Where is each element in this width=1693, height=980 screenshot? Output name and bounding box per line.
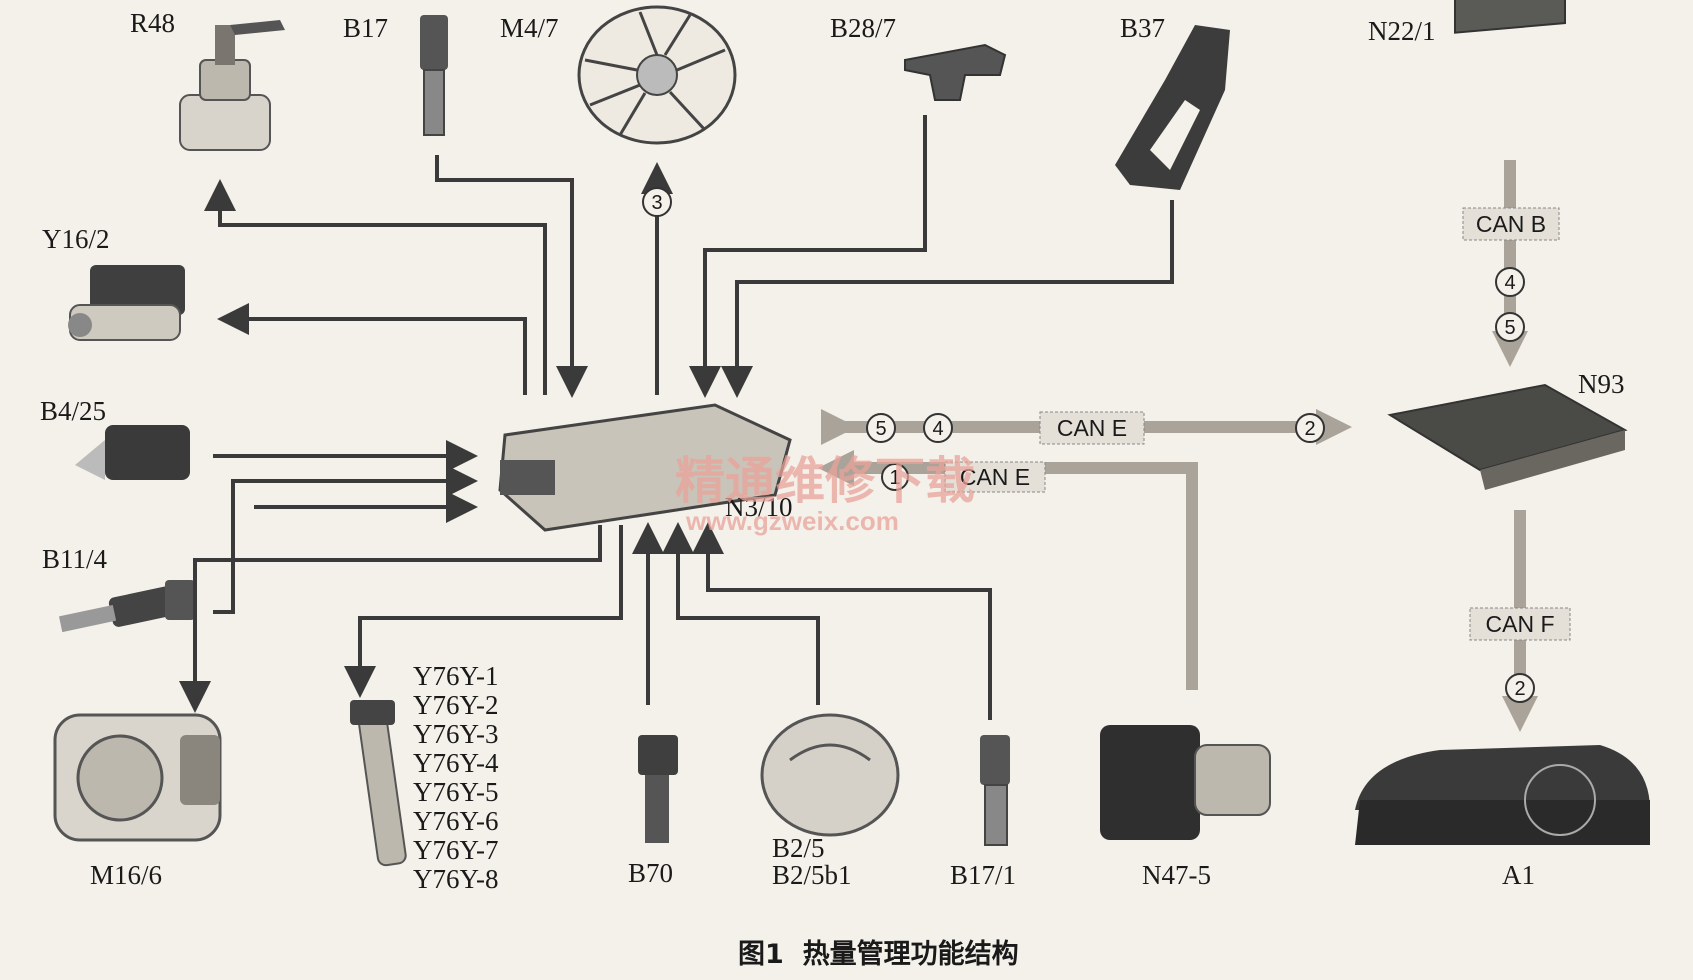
marker-4-can-b: 4 xyxy=(1504,272,1515,294)
line-b171 xyxy=(692,522,992,720)
label-b25: B2/5 xyxy=(772,833,825,863)
component-labels: R48 B17 M4/7 B28/7 B37 N22/1 Y16/2 B4/25… xyxy=(40,8,1625,894)
marker-5-can-b: 5 xyxy=(1504,317,1515,339)
can-b-label: CAN B xyxy=(1476,211,1546,237)
b17-sensor-image xyxy=(420,15,448,136)
line-b287 xyxy=(689,115,927,398)
label-r48: R48 xyxy=(130,8,175,38)
label-y76-4: Y76Y-4 xyxy=(413,748,499,778)
label-a1: A1 xyxy=(1502,860,1535,890)
line-r48 xyxy=(204,179,547,395)
watermark-url: www.gzweix.com xyxy=(685,506,899,536)
b425-sensor-image xyxy=(75,425,190,480)
label-y162: Y16/2 xyxy=(42,224,110,254)
b37-pedal-image xyxy=(1115,25,1230,190)
label-y76-2: Y76Y-2 xyxy=(413,690,499,720)
label-b171: B17/1 xyxy=(950,860,1016,890)
label-y76-6: Y76Y-6 xyxy=(413,806,499,836)
label-y76-7: Y76Y-7 xyxy=(413,835,499,865)
can-e-label-2: CAN E xyxy=(960,464,1030,490)
y76-injector-image xyxy=(350,700,407,867)
m166-throttle-image xyxy=(53,713,222,842)
a1-cluster-image xyxy=(1355,745,1650,845)
line-y162 xyxy=(217,303,527,395)
message-markers: 3 4 5 5 4 2 1 2 xyxy=(642,187,1535,703)
watermark-text: 精通维修下载 xyxy=(675,452,975,510)
n475-esp-image xyxy=(1100,725,1271,840)
n310-ecu-image xyxy=(498,403,792,532)
marker-4-can-e: 4 xyxy=(932,418,943,440)
marker-5-can-e: 5 xyxy=(875,418,886,440)
m47-fan-image xyxy=(577,5,737,145)
can-e-label: CAN E xyxy=(1057,415,1127,441)
label-b70: B70 xyxy=(628,858,673,888)
label-n221: N22/1 xyxy=(1368,16,1436,46)
label-y76-5: Y76Y-5 xyxy=(413,777,499,807)
b70-sensor-image xyxy=(638,735,678,843)
b287-sensor-image xyxy=(904,43,1007,101)
line-b37 xyxy=(721,200,1174,398)
line-b17 xyxy=(435,155,588,398)
label-b17: B17 xyxy=(343,13,388,43)
can-f-label: CAN F xyxy=(1486,611,1555,637)
label-m166: M16/6 xyxy=(90,860,162,890)
b171-sensor-image xyxy=(980,735,1010,846)
n93-gateway-image xyxy=(1387,383,1628,490)
marker-2-can-f: 2 xyxy=(1514,678,1525,700)
b25-hfm-image xyxy=(760,713,900,837)
line-m166 xyxy=(179,525,602,713)
label-y76-3: Y76Y-3 xyxy=(413,719,499,749)
label-m47: M4/7 xyxy=(500,13,559,43)
line-b114-a xyxy=(213,465,478,614)
label-y76-1: Y76Y-1 xyxy=(413,661,499,691)
label-b37: B37 xyxy=(1120,13,1165,43)
marker-2-can-e: 2 xyxy=(1304,418,1315,440)
label-y76-8: Y76Y-8 xyxy=(413,864,499,894)
r48-thermostat-image xyxy=(179,20,285,151)
marker-3: 3 xyxy=(651,192,662,214)
label-n93: N93 xyxy=(1578,369,1625,399)
label-b114: B11/4 xyxy=(42,544,108,574)
label-b287: B28/7 xyxy=(830,13,896,43)
b114-sensor-image xyxy=(58,580,195,633)
signal-lines xyxy=(179,115,1174,720)
n221-module-image xyxy=(1454,0,1566,34)
marker-1: 1 xyxy=(889,467,900,489)
label-n310: N3/10 xyxy=(725,492,793,522)
figure-caption: 图1 热量管理功能结构 xyxy=(738,938,1019,970)
label-n475: N47-5 xyxy=(1142,860,1211,890)
label-b25b1: B2/5b1 xyxy=(772,860,852,890)
line-y76 xyxy=(344,525,623,698)
y162-valve-image xyxy=(68,265,185,341)
bus-tags: CAN B CAN E CAN E CAN F xyxy=(944,207,1571,641)
line-b25 xyxy=(662,522,820,705)
label-b425: B4/25 xyxy=(40,396,106,426)
